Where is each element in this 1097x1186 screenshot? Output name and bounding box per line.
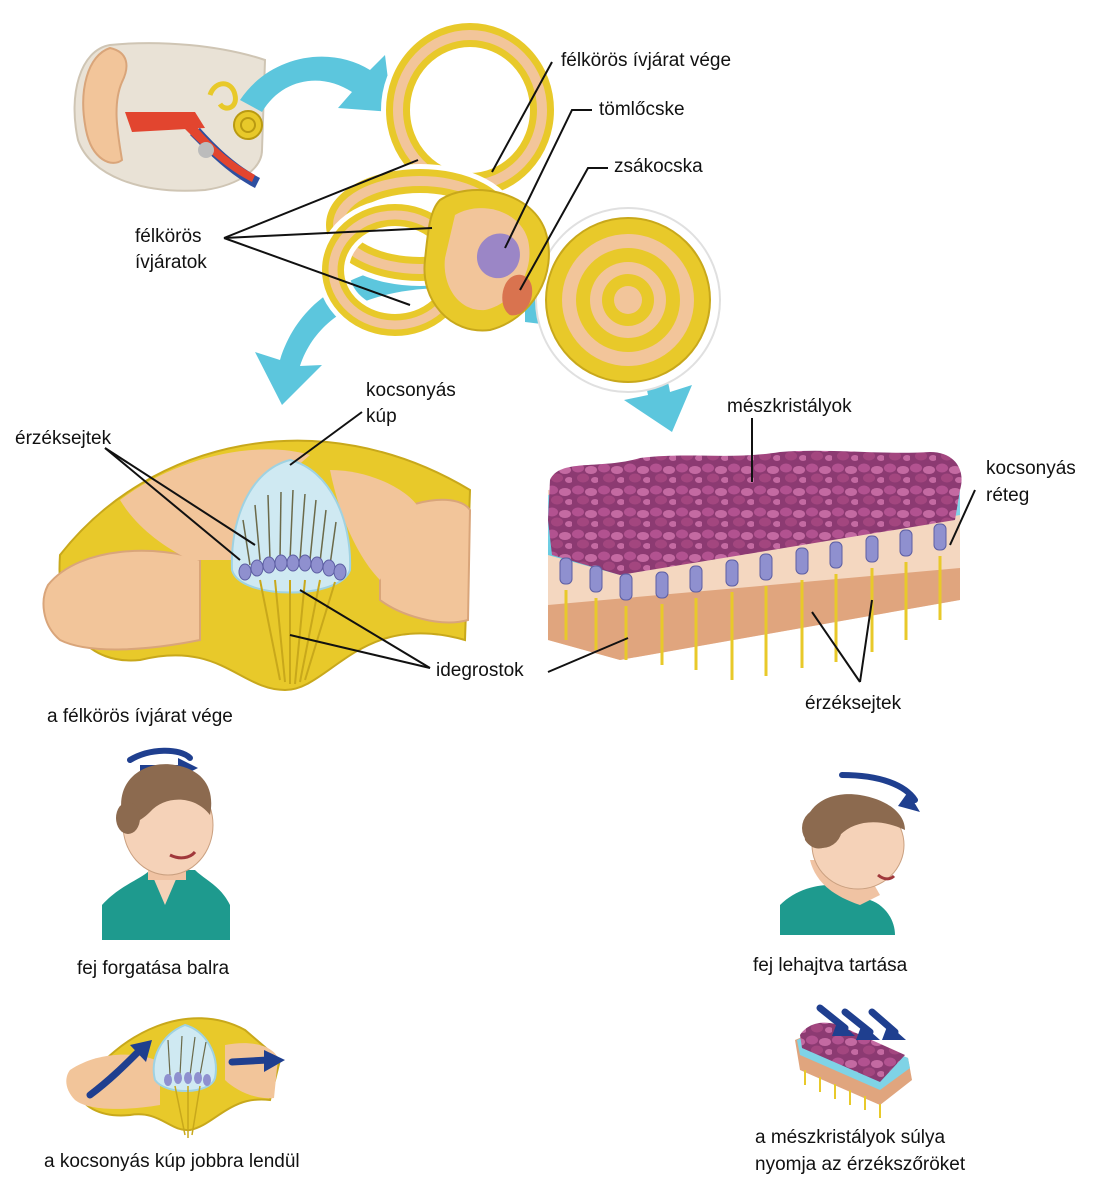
caption-otolith-weight-line2: nyomja az érzékszőröket	[755, 1154, 966, 1175]
head-rotating-illustration	[102, 747, 230, 940]
label-hair-cells-left: érzéksejtek	[15, 428, 112, 449]
caption-cupula-swing: a kocsonyás kúp jobbra lendül	[44, 1151, 300, 1172]
caption-rotate-head: fej forgatása balra	[77, 958, 230, 979]
label-cupula-line2: kúp	[366, 406, 397, 427]
outer-ear-illustration	[73, 42, 267, 192]
label-hair-cells-right: érzéksejtek	[805, 693, 902, 714]
label-gel-layer-line1: kocsonyás	[986, 458, 1076, 479]
small-macula-illustration	[795, 1004, 912, 1118]
small-ampulla-illustration	[66, 1017, 285, 1138]
inner-ear-labyrinth	[317, 18, 721, 393]
label-nerve-fibers: idegrostok	[436, 660, 524, 681]
ampulla-illustration	[42, 439, 472, 692]
caption-otolith-weight-line1: a mészkristályok súlya	[755, 1127, 946, 1148]
leader-lines	[104, 61, 976, 683]
label-cupula-line1: kocsonyás	[366, 380, 456, 401]
label-canals-line1: félkörös	[135, 226, 202, 247]
caption-ampulla: a félkörös ívjárat vége	[47, 706, 233, 727]
head-tilted-illustration	[780, 772, 920, 935]
label-saccule: zsákocska	[614, 156, 703, 177]
label-otoliths: mészkristályok	[727, 396, 852, 417]
label-gel-layer-line2: réteg	[986, 485, 1030, 506]
label-utricle: tömlőcske	[599, 99, 685, 120]
label-canals-line2: ívjáratok	[135, 252, 207, 273]
flow-arrows	[240, 55, 692, 432]
caption-tilt-head: fej lehajtva tartása	[753, 955, 908, 976]
label-canal-end: félkörös ívjárat vége	[561, 50, 732, 71]
macula-illustration	[548, 450, 962, 680]
